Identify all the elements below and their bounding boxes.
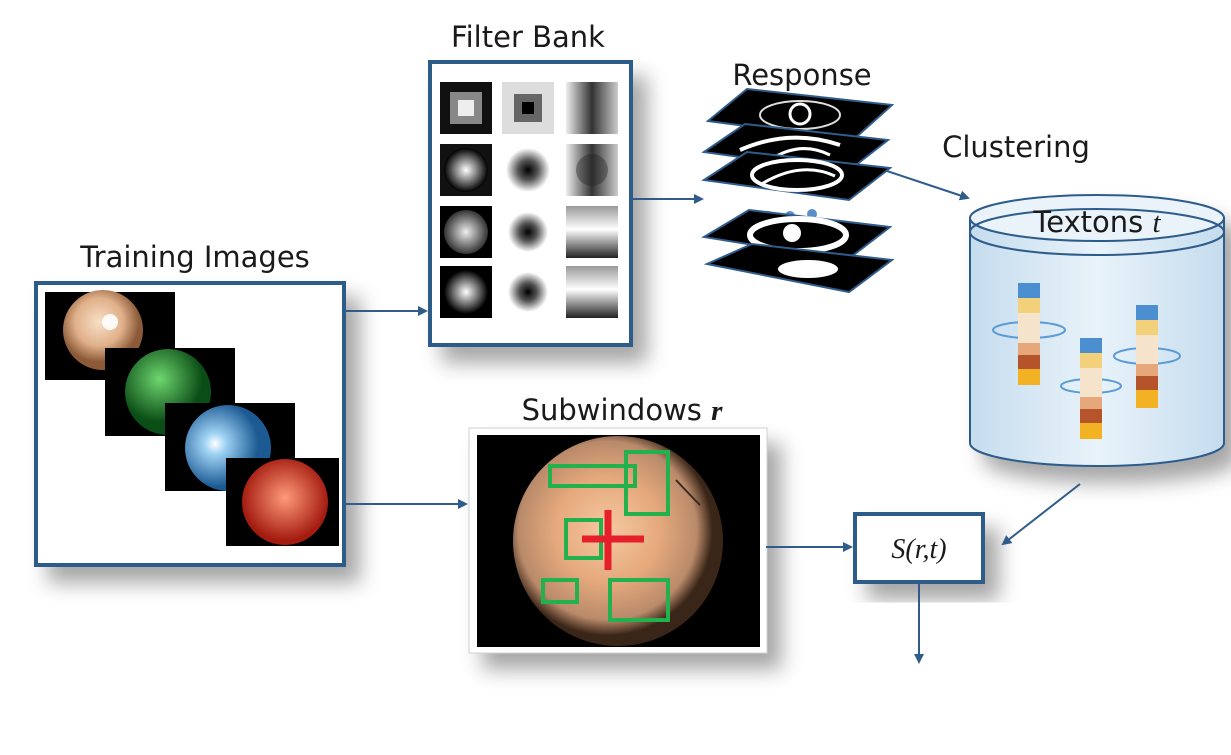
response-label: Response — [732, 58, 871, 92]
training-image — [226, 458, 339, 546]
subwindow-box — [624, 450, 670, 516]
texton-vector — [992, 283, 1066, 385]
clustering-label: Clustering — [942, 130, 1090, 164]
textons-variable: t — [1153, 207, 1162, 239]
textons-text: Textons — [1032, 205, 1152, 239]
subwindow-box — [541, 578, 579, 604]
subwindow-box — [608, 578, 670, 622]
score-box — [853, 512, 985, 584]
textons-label: Textons t — [1032, 205, 1161, 239]
filter-kernel — [502, 206, 554, 258]
filter-bank-label: Filter Bank — [451, 20, 605, 54]
score-label: S(r,t) — [891, 534, 946, 565]
subwindow-boxes — [541, 450, 670, 622]
filter-kernel — [566, 266, 618, 318]
filter-kernel — [440, 144, 492, 196]
texton-vectors — [992, 283, 1181, 439]
texton-vector — [1060, 338, 1122, 439]
training-image-stack — [45, 290, 339, 546]
filter-kernel — [440, 266, 492, 318]
filter-kernel — [440, 206, 492, 258]
filter-kernel — [566, 206, 618, 258]
arrow-response-to-textons — [886, 170, 970, 201]
filter-kernel — [502, 82, 554, 134]
subwindows-variable: r — [711, 395, 723, 427]
response-map — [703, 242, 895, 294]
texton-vector — [1113, 305, 1181, 408]
training-images-label: Training Images — [79, 240, 310, 274]
filter-kernel — [440, 82, 492, 134]
subwindows-text: Subwindows — [522, 393, 712, 427]
response-map — [701, 150, 893, 202]
subwindows-label: Subwindows r — [522, 393, 724, 427]
center-cross — [582, 510, 644, 570]
filter-kernel — [566, 82, 618, 134]
subwindow-box — [548, 464, 637, 488]
arrows — [344, 170, 1081, 664]
filter-kernel — [502, 266, 554, 318]
training-image — [105, 348, 235, 436]
filter-kernel — [502, 144, 554, 196]
arrow-textons-to-score — [1001, 483, 1081, 546]
response-stack — [701, 87, 895, 294]
filter-kernel — [566, 144, 618, 196]
filter-kernels — [440, 82, 618, 318]
